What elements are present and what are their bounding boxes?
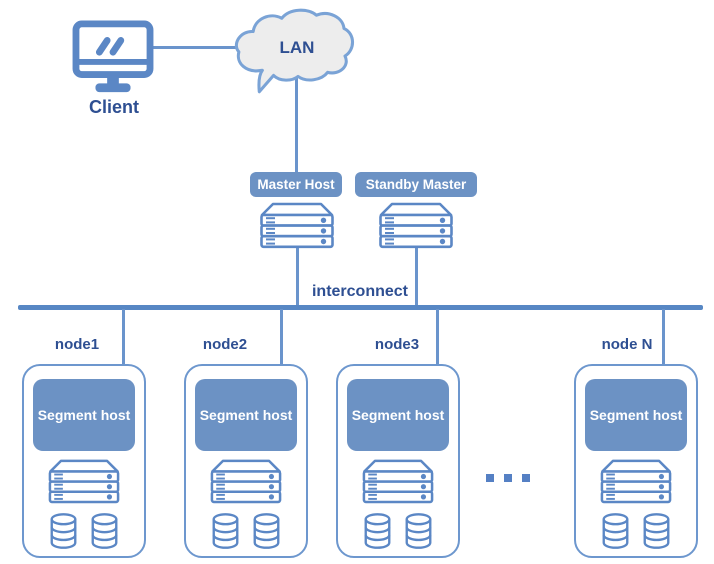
monitor-icon <box>72 20 154 96</box>
ellipsis-dot <box>504 474 512 482</box>
segment-host-box: Segment host <box>585 379 687 451</box>
connector-interconnect-nodeN <box>662 309 665 365</box>
connector-master-interconnect <box>296 248 299 306</box>
database-icon <box>600 512 631 550</box>
nodeN-label: node N <box>601 336 653 353</box>
connector-standby-interconnect <box>415 248 418 306</box>
interconnect-label: interconnect <box>311 283 408 300</box>
node3-container: Segment host <box>336 364 460 558</box>
server-icon <box>258 201 336 251</box>
server-icon <box>377 201 455 251</box>
segment-host-box: Segment host <box>347 379 449 451</box>
ellipsis-dots <box>486 474 530 482</box>
lan-label: LAN <box>279 38 315 57</box>
segment-host-box: Segment host <box>195 379 297 451</box>
database-group <box>362 512 434 550</box>
database-icon <box>251 512 282 550</box>
connector-interconnect-node3 <box>436 309 439 365</box>
node1-container: Segment host <box>22 364 146 558</box>
server-icon <box>208 458 284 506</box>
nodeN-container: Segment host <box>574 364 698 558</box>
database-icon <box>641 512 672 550</box>
server-icon <box>360 458 436 506</box>
database-icon <box>403 512 434 550</box>
database-icon <box>210 512 241 550</box>
ellipsis-dot <box>522 474 530 482</box>
database-icon <box>48 512 79 550</box>
node2-label: node2 <box>202 336 248 353</box>
database-group <box>210 512 282 550</box>
node2-container: Segment host <box>184 364 308 558</box>
database-icon <box>362 512 393 550</box>
database-group <box>48 512 120 550</box>
connector-interconnect-node1 <box>122 309 125 365</box>
connector-client-lan <box>150 46 238 49</box>
database-group <box>600 512 672 550</box>
server-icon <box>598 458 674 506</box>
connector-interconnect-node2 <box>280 309 283 365</box>
segment-host-box: Segment host <box>33 379 135 451</box>
node3-label: node3 <box>374 336 420 353</box>
connector-lan-master <box>295 78 298 174</box>
database-icon <box>89 512 120 550</box>
interconnect-bus-line <box>18 305 703 310</box>
server-icon <box>46 458 122 506</box>
node1-label: node1 <box>54 336 100 353</box>
master-host-badge: Master Host <box>250 172 342 197</box>
client-label: Client <box>88 97 139 117</box>
ellipsis-dot <box>486 474 494 482</box>
standby-master-badge: Standby Master <box>355 172 477 197</box>
